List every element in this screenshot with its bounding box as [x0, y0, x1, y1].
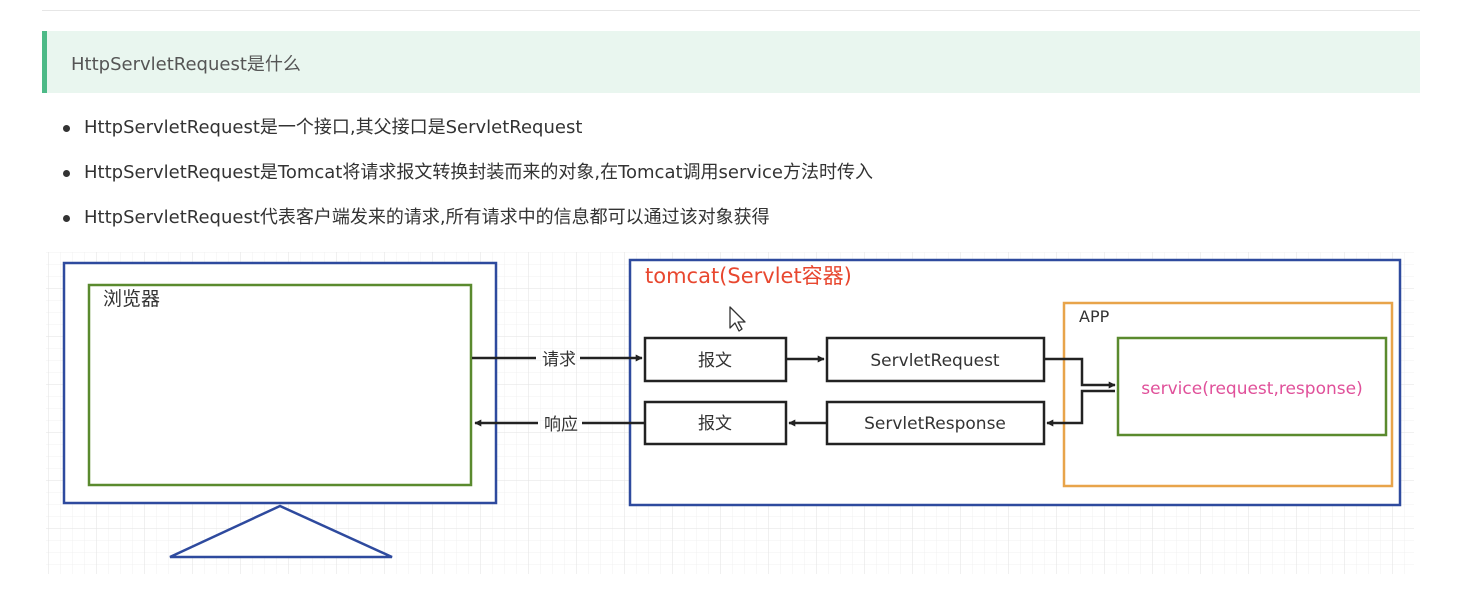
app-label: APP [1079, 307, 1110, 326]
section-heading-text: HttpServletRequest是什么 [71, 54, 301, 75]
top-divider [42, 10, 1420, 11]
monitor-stand [169, 504, 393, 559]
servlet-response-box [825, 400, 1046, 446]
service-to-servlet-response-arrow [1046, 389, 1115, 427]
service-method-label: service(request,response) [1141, 379, 1362, 399]
response-arrow-label: 响应 [544, 415, 578, 435]
bullet-item-2: HttpServletRequest是Tomcat将请求报文转换封装而来的对象,… [62, 157, 873, 202]
response-path: ServletResponse 报文 响应 [474, 389, 1115, 446]
request-message-label: 报文 [698, 351, 732, 371]
browser-screen [87, 283, 473, 487]
response-message-label: 报文 [698, 414, 732, 434]
bullet-list: HttpServletRequest是一个接口,其父接口是ServletRequ… [62, 112, 873, 247]
servlet-request-label: ServletRequest [870, 351, 1000, 371]
bullet-item-1: HttpServletRequest是一个接口,其父接口是ServletRequ… [62, 112, 873, 157]
tomcat-title: tomcat(Servlet容器) [645, 264, 852, 288]
request-message-box [643, 336, 788, 383]
bullet-item-3: HttpServletRequest代表客户端发来的请求,所有请求中的信息都可以… [62, 202, 873, 247]
request-arrow-label: 请求 [542, 350, 576, 370]
servlet-response-label: ServletResponse [864, 414, 1006, 434]
browser-label: 浏览器 [103, 288, 160, 310]
servlet-request-box [825, 336, 1046, 383]
servlet-request-to-service-arrow [1044, 357, 1116, 389]
monitor-frame [62, 261, 498, 505]
service-box [1116, 336, 1388, 437]
mouse-pointer-icon [729, 306, 746, 332]
browser-monitor: 浏览器 [62, 261, 498, 559]
app-border [1062, 301, 1394, 488]
app-frame: APP service(request,response) [1062, 301, 1394, 488]
section-heading: HttpServletRequest是什么 [42, 31, 1420, 93]
request-path: 请求 报文 ServletRequest [472, 336, 1116, 389]
